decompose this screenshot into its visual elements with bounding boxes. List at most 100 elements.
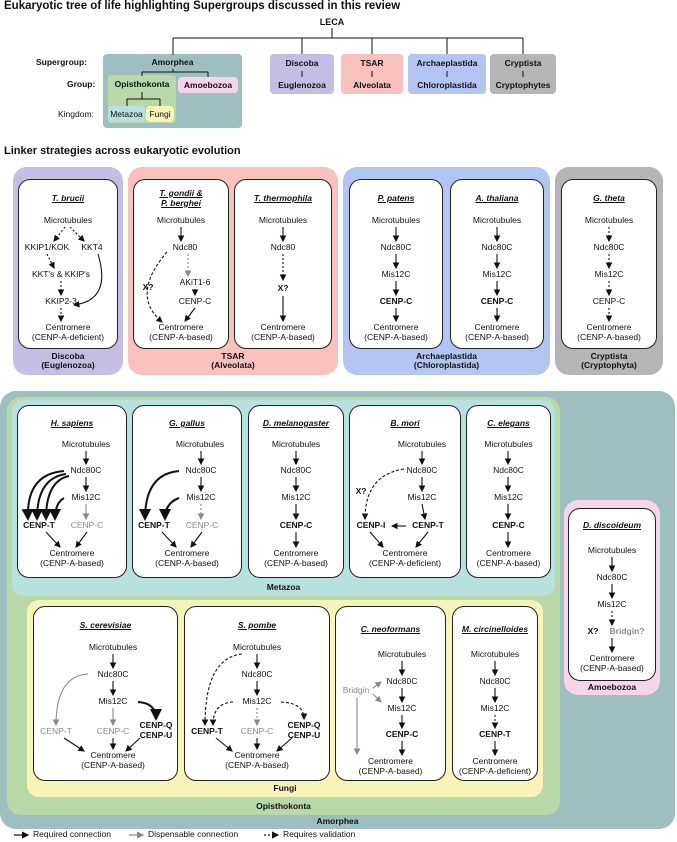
node-kkt4: KKT4 xyxy=(81,242,103,252)
node-mis12c: Mis12C xyxy=(381,269,411,279)
archaeplastida-label: Archaeplastida xyxy=(416,58,478,68)
species-c-elegans: C. elegans xyxy=(487,418,530,428)
fungi-footer: Fungi xyxy=(273,783,297,793)
node-mis12c: Mis12C xyxy=(387,703,417,713)
alveolata-label: Alveolata xyxy=(353,80,391,90)
node-mis12c: Mis12C xyxy=(407,492,437,502)
node-cenp-t: CENP-T xyxy=(40,726,72,736)
node-microtubules: Microtubules xyxy=(472,215,522,225)
node-cenp-u: CENP-U xyxy=(139,730,173,740)
tsar-label: TSAR xyxy=(360,58,384,68)
species-t-thermophila: T. thermophila xyxy=(254,193,312,203)
amorphea-pill: Amorphea xyxy=(151,57,194,67)
card-s-cerevisiae xyxy=(33,606,178,781)
node-ndc80c: Ndc80C xyxy=(280,465,312,475)
node-cenp-t: CENP-T xyxy=(191,726,223,736)
discoba-footer: Discoba(Euglenozoa) xyxy=(41,351,95,371)
opisthokonta-footer: Opisthokonta xyxy=(256,801,311,811)
node-microtubules: Microtubules xyxy=(156,215,206,225)
node-centromere: Centromere(CENP-A-based) xyxy=(358,756,423,776)
node-microtubules: Microtubules xyxy=(175,439,225,449)
node-mis12c: Mis12C xyxy=(71,492,101,502)
node-microtubules: Microtubules xyxy=(88,642,138,652)
species-g-theta: G. theta xyxy=(593,193,625,203)
node-microtubules: Microtubules xyxy=(397,439,447,449)
node-ndc80c: Ndc80C xyxy=(406,465,438,475)
node-cenp-c: CENP-C xyxy=(178,296,212,306)
node-centromere: Centromere(CENP-A-deficient) xyxy=(368,548,442,568)
node-cenp-q: CENP-Q xyxy=(287,720,321,730)
metazoa-footer: Metazoa xyxy=(266,582,301,592)
species-a-thaliana: A. thaliana xyxy=(475,193,519,203)
node-centromere: Centromere(CENP-A-based) xyxy=(364,322,428,342)
node-x-unknown: X? xyxy=(277,283,289,293)
node-microtubules: Microtubules xyxy=(371,215,421,225)
node-cenp-t: CENP-T xyxy=(412,520,444,530)
node-ndc80c: Ndc80C xyxy=(185,465,217,475)
species-c-neoformans: C. neoformans xyxy=(360,624,421,634)
node-cenp-c: CENP-C xyxy=(385,729,419,739)
node-cenp-c: CENP-C xyxy=(279,520,313,530)
card-b-mori xyxy=(349,405,461,578)
species-d-discoideum: D. discoideum xyxy=(582,520,642,530)
node-cenp-q: CENP-Q xyxy=(139,720,173,730)
node-centromere: Centromere(CENP-A-based) xyxy=(225,750,289,770)
node-centromere: Centromere(CENP-A-based) xyxy=(149,322,213,342)
legend-validation: Requires validation xyxy=(283,829,356,839)
cryptophytes-label: Cryptophytes xyxy=(495,80,551,90)
node-cenp-c: CENP-C xyxy=(185,520,219,530)
chloroplastida-label: Chloroplastida xyxy=(417,80,477,90)
node-x-unknown: X? xyxy=(355,486,367,496)
node-mis12c: Mis12C xyxy=(594,269,624,279)
node-ndc80c: Ndc80C xyxy=(596,572,628,582)
legend-dispensable: Dispensable connection xyxy=(148,829,239,839)
node-mis12c: Mis12C xyxy=(480,703,510,713)
node-centromere: Centromere(CENP-A-based) xyxy=(81,750,145,770)
node-cenp-t: CENP-T xyxy=(138,520,170,530)
amoebozoa-pill: Amoebozoa xyxy=(178,77,238,93)
section-subtitle: Linker strategies across eukaryotic evol… xyxy=(4,145,241,157)
card-c-neoformans xyxy=(335,606,446,781)
node-centromere: Centromere(CENP-A-based) xyxy=(155,548,219,568)
card-t-brucii xyxy=(18,179,118,349)
node-microtubules: Microtubules xyxy=(470,649,520,659)
node-mis12c: Mis12C xyxy=(281,492,311,502)
node-ndc80: Ndc80 xyxy=(270,242,296,252)
node-microtubules: Microtubules xyxy=(258,215,308,225)
discoba-label: Discoba xyxy=(285,58,319,68)
node-mis12c: Mis12C xyxy=(482,269,512,279)
node-centromere: Centromere(CENP-A-deficient) xyxy=(31,322,105,342)
euglenozoa-label: Euglenozoa xyxy=(278,80,326,90)
card-h-sapiens xyxy=(17,405,127,578)
species-t-brucii: T. brucii xyxy=(51,193,85,203)
node-ndc80c: Ndc80C xyxy=(481,242,513,252)
node-cenp-t: CENP-T xyxy=(23,520,55,530)
species-m-circinelloides: M. circinelloides xyxy=(461,624,529,634)
species-h-sapiens: H. sapiens xyxy=(50,418,94,428)
species-g-gallus: G. gallus xyxy=(169,418,205,428)
metazoa-pill: Metazoa xyxy=(108,106,145,122)
node-cenp-i: CENP-I xyxy=(356,520,386,530)
node-cenp-c: CENP-C xyxy=(379,296,413,306)
node-cenp-c: CENP-C xyxy=(240,726,274,736)
node-ndc80: Ndc80 xyxy=(172,242,198,252)
tsar-footer: TSAR(Alveolata) xyxy=(211,351,255,371)
species-s-pombe: S. pombe xyxy=(237,620,277,630)
amorphea-footer: Amorphea xyxy=(316,816,359,826)
node-x-unknown: X? xyxy=(587,626,599,636)
node-centromere: Centromere(CENP-A-based) xyxy=(40,548,104,568)
node-microtubules: Microtubules xyxy=(232,642,282,652)
node-kkts-kkips: KKT's & KKIP's xyxy=(31,269,91,279)
species-t-gondii: T. gondii &P. berghei xyxy=(159,188,203,208)
group-row-label: Group: xyxy=(67,79,96,89)
node-ndc80c: Ndc80C xyxy=(479,676,511,686)
leca-label: LECA xyxy=(319,17,345,27)
node-cenp-u: CENP-U xyxy=(287,730,321,740)
node-mis12c: Mis12C xyxy=(597,599,627,609)
node-centromere: Centromere(CENP-A-based) xyxy=(264,548,328,568)
supergroup-row-label: Supergroup: xyxy=(36,57,87,67)
legend-required: Required connection xyxy=(33,829,111,839)
node-ndc80c: Ndc80C xyxy=(386,676,418,686)
